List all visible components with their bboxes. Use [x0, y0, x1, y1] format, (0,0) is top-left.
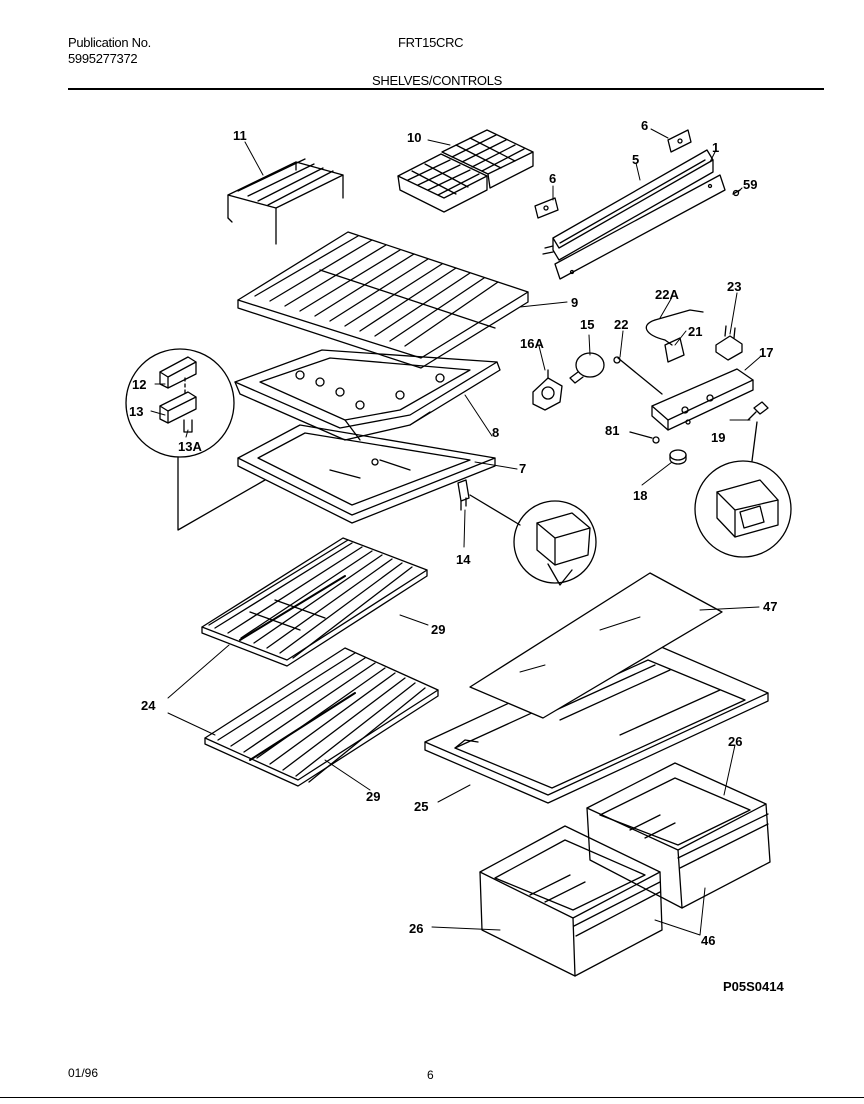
- callout-18: 18: [633, 488, 647, 503]
- light-switch-part: [715, 325, 743, 361]
- wire-shelf-upper-part: [201, 537, 428, 667]
- callout-14: 14: [456, 552, 471, 567]
- control-box-part: [651, 368, 754, 431]
- glass-cover-part: [469, 572, 723, 719]
- callout-13a: 13A: [178, 439, 202, 454]
- publication-label: Publication No.: [68, 35, 151, 50]
- clip-small-part: [747, 401, 769, 421]
- switch-part: [457, 479, 597, 586]
- crisper-drawer-left-part: [479, 825, 663, 977]
- liner-tray-part: [237, 424, 496, 524]
- ice-tray-part: [397, 129, 534, 213]
- thermostat-part: [532, 369, 563, 411]
- light-switch-inset: [694, 421, 792, 558]
- callout-10: 10: [407, 130, 421, 145]
- crisper-drawer-right-part: [586, 762, 771, 909]
- callout-8: 8: [492, 425, 499, 440]
- diagram-code: P05S0414: [723, 979, 784, 994]
- inset-leader: [177, 456, 266, 531]
- callout-59: 59: [743, 177, 757, 192]
- freezer-shelf-part: [237, 231, 529, 369]
- callout-9: 9: [571, 295, 578, 310]
- section-title: SHELVES/CONTROLS: [372, 73, 503, 88]
- evaporator-cover-part: [234, 349, 501, 441]
- model-number: FRT15CRC: [398, 35, 464, 50]
- callout-26b: 26: [409, 921, 423, 936]
- shaft-part: [613, 356, 663, 395]
- callout-15: 15: [580, 317, 594, 332]
- callout-25: 25: [414, 799, 428, 814]
- callout-81: 81: [605, 423, 619, 438]
- light-bulb-part: [569, 352, 605, 384]
- callout-46: 46: [701, 933, 715, 948]
- control-housing-part: [542, 149, 726, 280]
- shelf-clip-inset: [125, 348, 235, 458]
- wire-shelf-lower-part: [204, 647, 439, 787]
- callout-24: 24: [141, 698, 156, 713]
- wire-rack-part: [227, 158, 344, 245]
- callout-22a: 22A: [655, 287, 679, 302]
- callout-12: 12: [132, 377, 146, 392]
- callout-21: 21: [688, 324, 702, 339]
- footer-page-number: 6: [427, 1068, 434, 1082]
- footer-date: 01/96: [68, 1066, 99, 1080]
- leader-lines: [150, 128, 761, 936]
- callout-29a: 29: [431, 622, 445, 637]
- footer-rule: [0, 1097, 864, 1098]
- knob-part: [669, 449, 687, 465]
- callout-17: 17: [759, 345, 773, 360]
- callout-47: 47: [763, 599, 777, 614]
- callout-22: 22: [614, 317, 628, 332]
- callout-29b: 29: [366, 789, 380, 804]
- header-rule: [68, 88, 824, 90]
- callout-1: 1: [712, 140, 719, 155]
- callout-19: 19: [711, 430, 725, 445]
- callout-labels: 1 5 6 6 59 10 11 9 8 7 12 13 13A 14 15 1…: [129, 118, 777, 948]
- callout-6a: 6: [641, 118, 648, 133]
- callout-5: 5: [632, 152, 639, 167]
- callout-7: 7: [519, 461, 526, 476]
- wire-harness-part: [645, 309, 704, 363]
- callout-6b: 6: [549, 171, 556, 186]
- publication-number: 5995277372: [68, 51, 138, 66]
- leader-81: [629, 431, 653, 439]
- callout-26a: 26: [728, 734, 742, 749]
- callout-23: 23: [727, 279, 741, 294]
- clip-part: [534, 129, 692, 219]
- callout-16a: 16A: [520, 336, 544, 351]
- callout-13: 13: [129, 404, 143, 419]
- screw-small-part: [652, 436, 660, 444]
- callout-11: 11: [233, 128, 247, 143]
